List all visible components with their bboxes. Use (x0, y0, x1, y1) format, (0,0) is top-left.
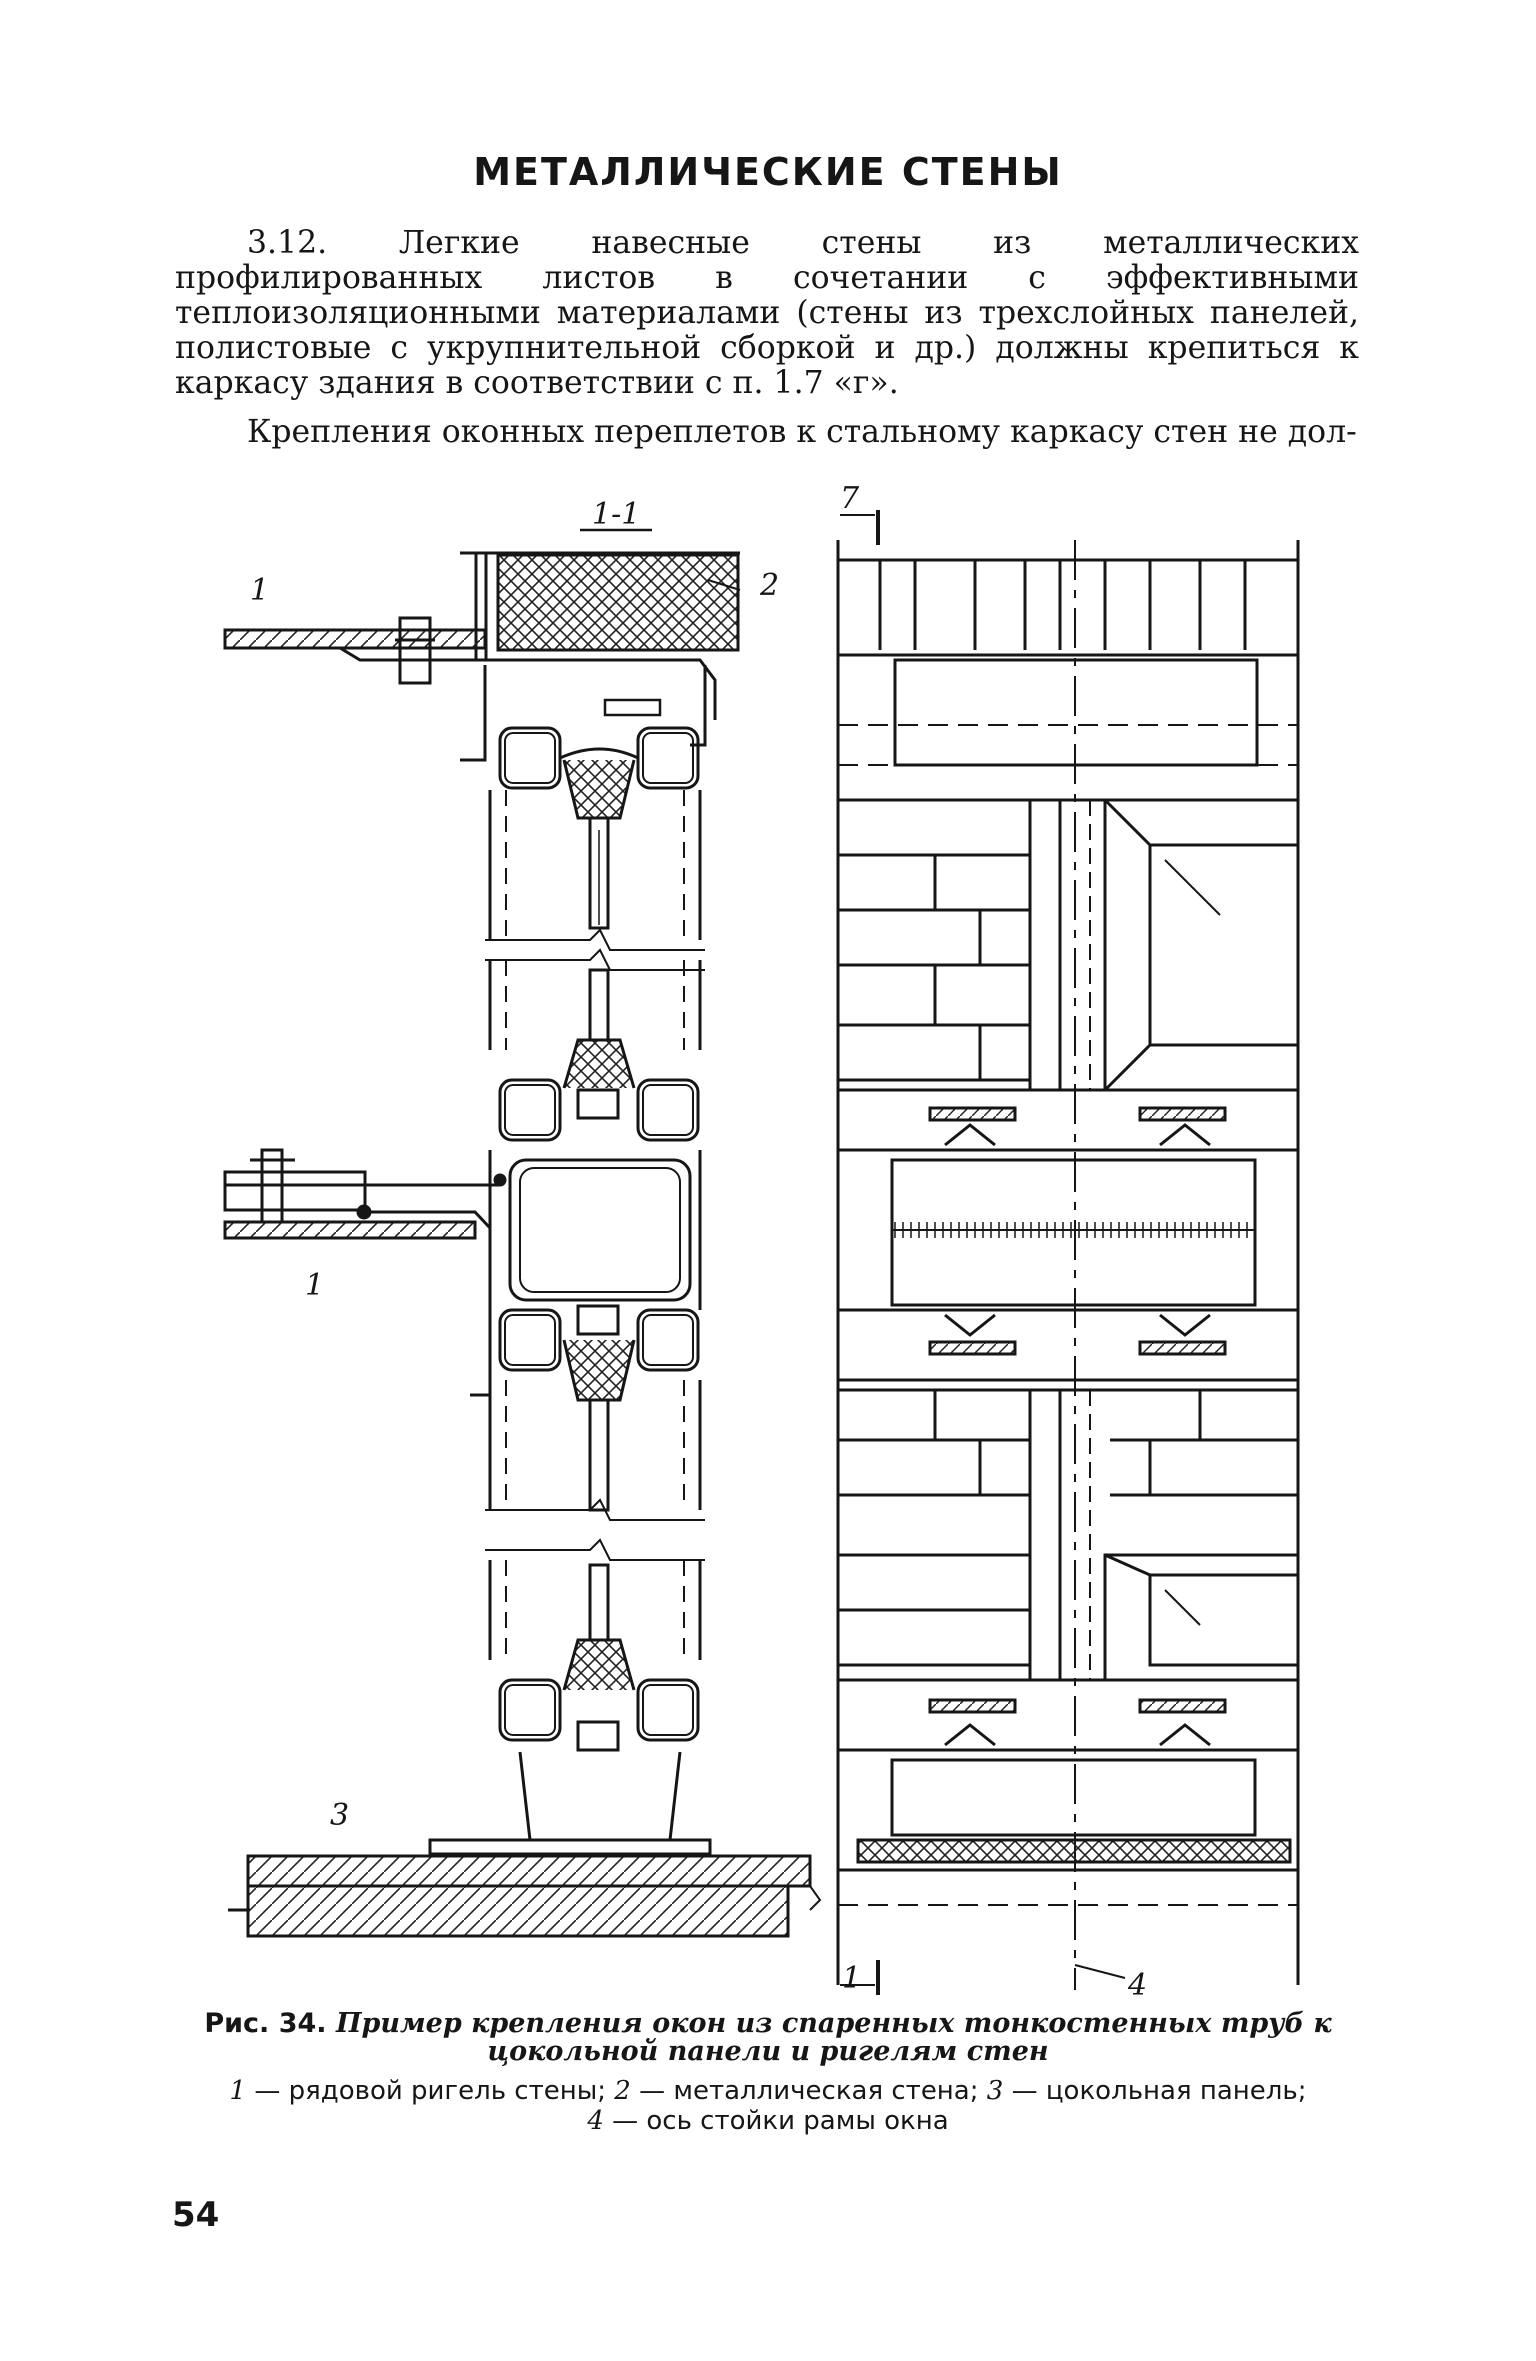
facade-elevation-drawing (836, 510, 1300, 1995)
label-1-top: 1 (250, 573, 269, 608)
label-4: 4 (1127, 1968, 1147, 2003)
legend-item-4: 4 — ось стойки рамы окна (587, 2106, 949, 2136)
caption-number: Рис. 34. (204, 2008, 327, 2039)
label-section-1-1: 1-1 (592, 497, 640, 532)
section-1-1-drawing (223, 528, 822, 1938)
label-1-bottom: 1 (842, 1961, 861, 1996)
label-3: 3 (330, 1798, 349, 1833)
page-number: 54 (172, 2195, 220, 2235)
figure-caption: Рис. 34. Пример крепления окон из спарен… (175, 2010, 1361, 2066)
paragraph-3-12: 3.12. Легкие навесные стены из металличе… (175, 225, 1359, 401)
legend-item-1: 1 — рядовой ригель стены; (229, 2076, 607, 2106)
legend-item-3: 3 — цокольная панель; (986, 2076, 1307, 2106)
figure-legend: 1 — рядовой ригель стены; 2 — металличес… (175, 2076, 1361, 2136)
legend-item-2: 2 — металлическая стена; (614, 2076, 979, 2106)
label-7: 7 (840, 481, 860, 516)
label-2: 2 (759, 568, 779, 603)
page-title: МЕТАЛЛИЧЕСКИЕ СТЕНЫ (473, 150, 1063, 194)
label-1-mid: 1 (305, 1268, 324, 1303)
paragraph-fastening: Крепления оконных переплетов к стальному… (247, 414, 1357, 450)
caption-text: Пример крепления окон из спаренных тонко… (335, 2008, 1332, 2067)
